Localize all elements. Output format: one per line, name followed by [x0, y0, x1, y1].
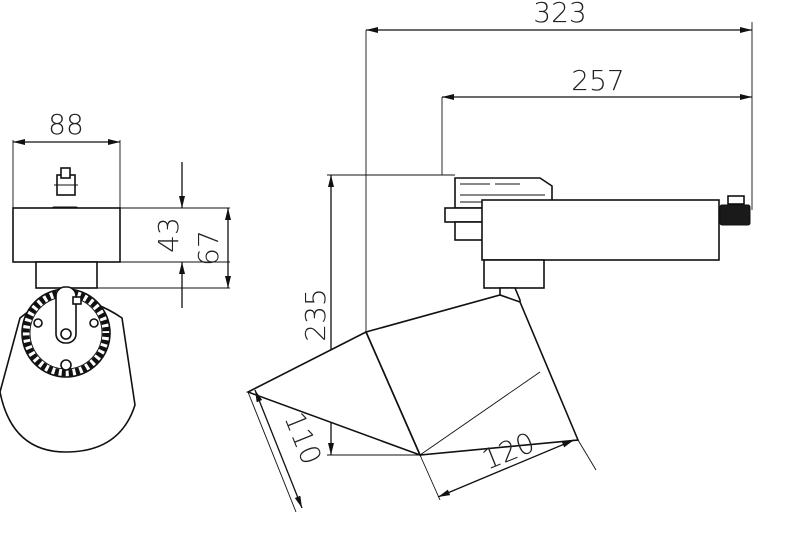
end-cap-side — [719, 195, 751, 226]
lamp-head-front — [0, 286, 136, 453]
heatsink-ring — [22, 289, 110, 377]
driver-housing-side — [481, 199, 720, 261]
dim-height-front: 43 67 — [152, 162, 231, 308]
neck-front — [35, 261, 98, 289]
dim-label-323: 323 — [533, 0, 586, 29]
dim-label-43: 43 — [152, 217, 185, 253]
dim-label-235: 235 — [299, 288, 332, 341]
neck-side — [483, 259, 545, 289]
dim-total-length: 323 — [366, 0, 752, 33]
dim-label-88: 88 — [48, 108, 84, 141]
side-view: 323 257 235 — [246, 0, 753, 513]
front-view: 88 43 67 — [0, 108, 231, 453]
dim-width-front: 88 — [12, 108, 121, 210]
dim-label-67: 67 — [192, 230, 225, 266]
dim-label-257: 257 — [571, 64, 624, 97]
base-housing-front — [12, 207, 121, 263]
dim-rail-length: 257 — [442, 64, 752, 100]
lamp-head-side — [246, 294, 580, 457]
dim-total-height: 235 — [299, 175, 334, 455]
